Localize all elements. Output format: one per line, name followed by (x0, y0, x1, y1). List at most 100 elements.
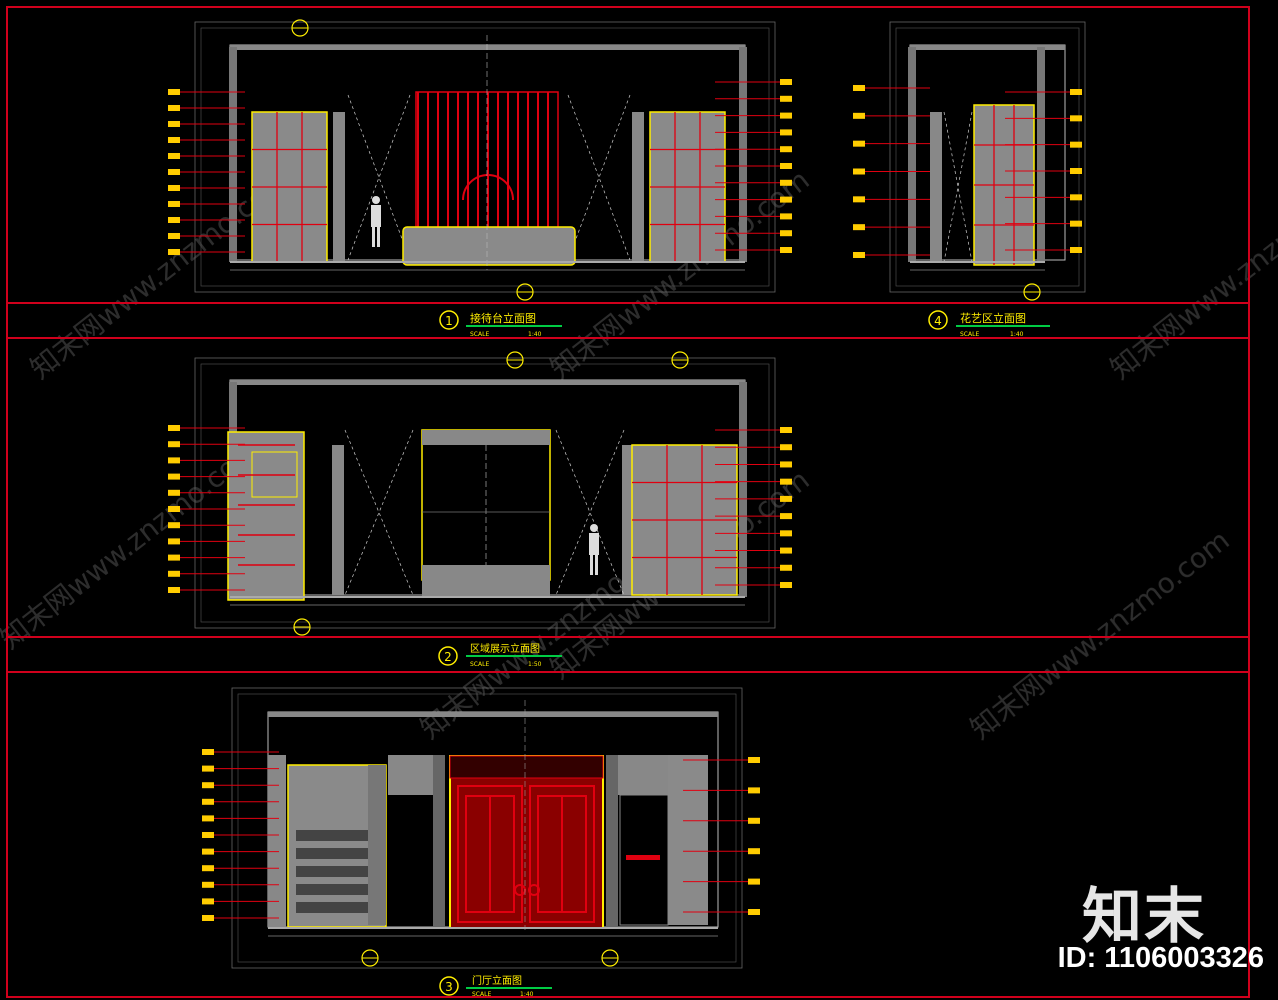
material-tag (168, 217, 180, 223)
material-tag (853, 252, 865, 258)
title-number-circle (928, 310, 948, 330)
material-tag (853, 224, 865, 231)
outer-frame (6, 6, 1250, 998)
title-block-3: 3 门厅立面图 SCALE 1:40 (439, 974, 552, 998)
material-tag (780, 179, 792, 186)
material-tag (780, 547, 792, 554)
stone-pilaster (433, 755, 445, 927)
material-tag (748, 909, 760, 915)
title-number: 2 (444, 650, 452, 664)
material-tag (168, 457, 180, 464)
material-tag (853, 140, 865, 147)
material-tag (853, 196, 865, 203)
material-tag (780, 427, 792, 433)
material-tag (853, 112, 865, 119)
material-tag (168, 522, 180, 529)
scale-label: SCALE (960, 331, 979, 338)
title-block-4: 4 花艺区立面图 SCALE 1:40 (928, 310, 1050, 338)
material-tag (780, 163, 792, 169)
view-border (231, 687, 743, 969)
material-tag (168, 89, 180, 95)
material-tag (168, 570, 180, 577)
glass-cross (567, 94, 631, 261)
elevation-view-3 (202, 687, 760, 969)
scale-ratio: 1:50 (528, 661, 542, 668)
material-tag (202, 765, 214, 772)
material-tag (1070, 168, 1082, 174)
material-tag (168, 201, 180, 207)
door-handle (528, 884, 540, 896)
material-tag (853, 168, 865, 175)
view-border-inner (237, 693, 737, 963)
material-tag (202, 749, 214, 755)
elevation-view-1 (168, 19, 792, 301)
title-number-circle (438, 646, 458, 666)
title-number: 3 (445, 980, 453, 994)
title-number-circle (439, 310, 459, 330)
upper-panel (388, 755, 433, 795)
ceiling-slab (910, 45, 1065, 50)
display-header (422, 430, 550, 445)
material-tag (168, 105, 180, 111)
cabinet-shelf (296, 866, 368, 877)
material-tag (748, 787, 760, 794)
material-tag (780, 95, 792, 102)
elevation-view-4 (853, 21, 1086, 301)
door-leaf (457, 785, 523, 923)
material-tag (202, 782, 214, 789)
human-figure-body (589, 533, 599, 555)
material-tag (748, 878, 760, 885)
human-figure-head (372, 196, 380, 204)
material-tag (168, 121, 180, 127)
scale-label: SCALE (470, 331, 489, 338)
ceiling-slab (230, 45, 745, 50)
material-tag (168, 169, 180, 175)
ceiling-slab (230, 380, 745, 385)
material-tag (1070, 89, 1082, 95)
material-tag (780, 247, 792, 253)
entry-door (449, 755, 604, 929)
material-tag (168, 489, 180, 496)
watermark-text: 知末网www.znzmo.com (1104, 163, 1278, 385)
scale-ratio: 1:40 (1010, 331, 1024, 338)
material-tag (202, 881, 214, 888)
title-block-1: 1 接待台立面图 SCALE 1:40 (439, 310, 562, 338)
glass-cross (347, 94, 411, 261)
material-tag (780, 513, 792, 520)
material-tag (780, 230, 792, 237)
wall-section (1037, 47, 1045, 262)
elevation-view-2 (168, 351, 792, 636)
material-tag (168, 506, 180, 512)
material-tag (748, 848, 760, 855)
view-title: 花艺区立面图 (960, 311, 1026, 325)
title-number: 4 (934, 314, 942, 328)
human-figure-head (590, 524, 598, 532)
material-tag (168, 185, 180, 191)
brand-logo: 知末 (1082, 882, 1206, 952)
glass-cross (943, 111, 973, 263)
material-tag (780, 112, 792, 119)
human-figure-leg (595, 555, 598, 575)
display-cabinet (227, 431, 305, 601)
sheet-frames (6, 6, 1250, 998)
view-title: 接待台立面图 (470, 311, 536, 325)
cabinet-end (368, 765, 386, 925)
view-border (194, 21, 776, 293)
material-tag (168, 249, 180, 255)
glass-cross (347, 94, 411, 261)
material-tag (780, 79, 792, 85)
watermark-text: 知末网www.znzmo.com (964, 523, 1236, 745)
material-tag (780, 129, 792, 136)
material-tag (780, 196, 792, 203)
scale-ratio: 1:40 (528, 331, 542, 338)
material-tag (168, 538, 180, 545)
material-tag (748, 757, 760, 763)
mirror-tag (626, 855, 660, 860)
material-tag (168, 233, 180, 239)
material-tag (168, 587, 180, 593)
door-panels (457, 785, 595, 923)
wall-section (739, 382, 747, 597)
material-tag (748, 817, 760, 824)
